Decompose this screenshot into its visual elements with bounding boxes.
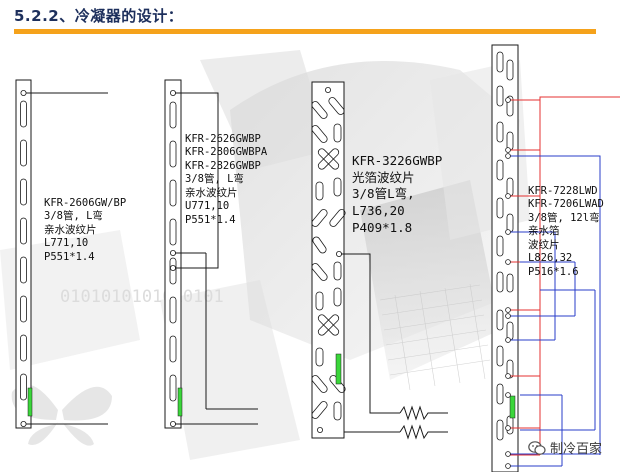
spec-line: L771,10 [44,237,89,250]
slide-title: 5.2.2、冷凝器的设计： [14,7,184,25]
spec-line: P516*1.6 [528,265,579,278]
spec-line: U771,10 [185,200,230,213]
spec-line: P409*1.8 [352,219,413,235]
model-name: KFR-7228LWD [528,185,598,197]
condenser-2-label: KFR-2626GWBP KFR-2806GWBPA KFR-2826GWBP … [185,133,267,227]
binary-text: 0101010101010101 [60,287,224,307]
spec-line: 光箔波纹片 [352,169,415,185]
spec-line: 波纹片 [528,238,560,251]
condenser-4-label: KFR-7228LWD KFR-7206LWAD 3/8管, 12l弯 亲水箔 … [528,185,604,279]
model-name: KFR-2606GW/BP [44,197,127,209]
spec-line: P551*1.4 [44,250,95,263]
spec-line: 3/8管, L弯 [185,173,244,186]
watermark-text: 制冷百家 [550,442,603,457]
spec-line: P551*1.4 [185,213,236,226]
spec-line: 3/8管, 12l弯 [528,211,600,224]
title-underline [14,29,596,34]
model-name: KFR-2826GWBP [185,159,261,172]
watermark: 制冷百家 [528,438,602,457]
condenser-3-label: KFR-3226GWBP 光箔波纹片 3/8管L弯, L736,20 P409*… [352,153,442,236]
model-name: KFR-2626GWBP [185,133,261,145]
model-name: KFR-3226GWBP [352,153,443,168]
spec-line: 亲水波纹片 [44,223,97,236]
model-name: KFR-7206LWAD [528,198,604,211]
model-name: KFR-2806GWBPA [185,146,268,159]
spec-line: L736,20 [352,202,405,218]
spec-line: L826,32 [528,252,573,265]
spec-line: 3/8管L弯, [352,186,415,202]
spec-line: 3/8管, L弯 [44,210,103,223]
spec-line: 亲水波纹片 [185,186,238,199]
condenser-1-label: KFR-2606GW/BP 3/8管, L弯 亲水波纹片 L771,10 P55… [44,197,126,264]
spec-line: 亲水箔 [528,225,560,238]
wechat-logo-icon [528,440,546,455]
